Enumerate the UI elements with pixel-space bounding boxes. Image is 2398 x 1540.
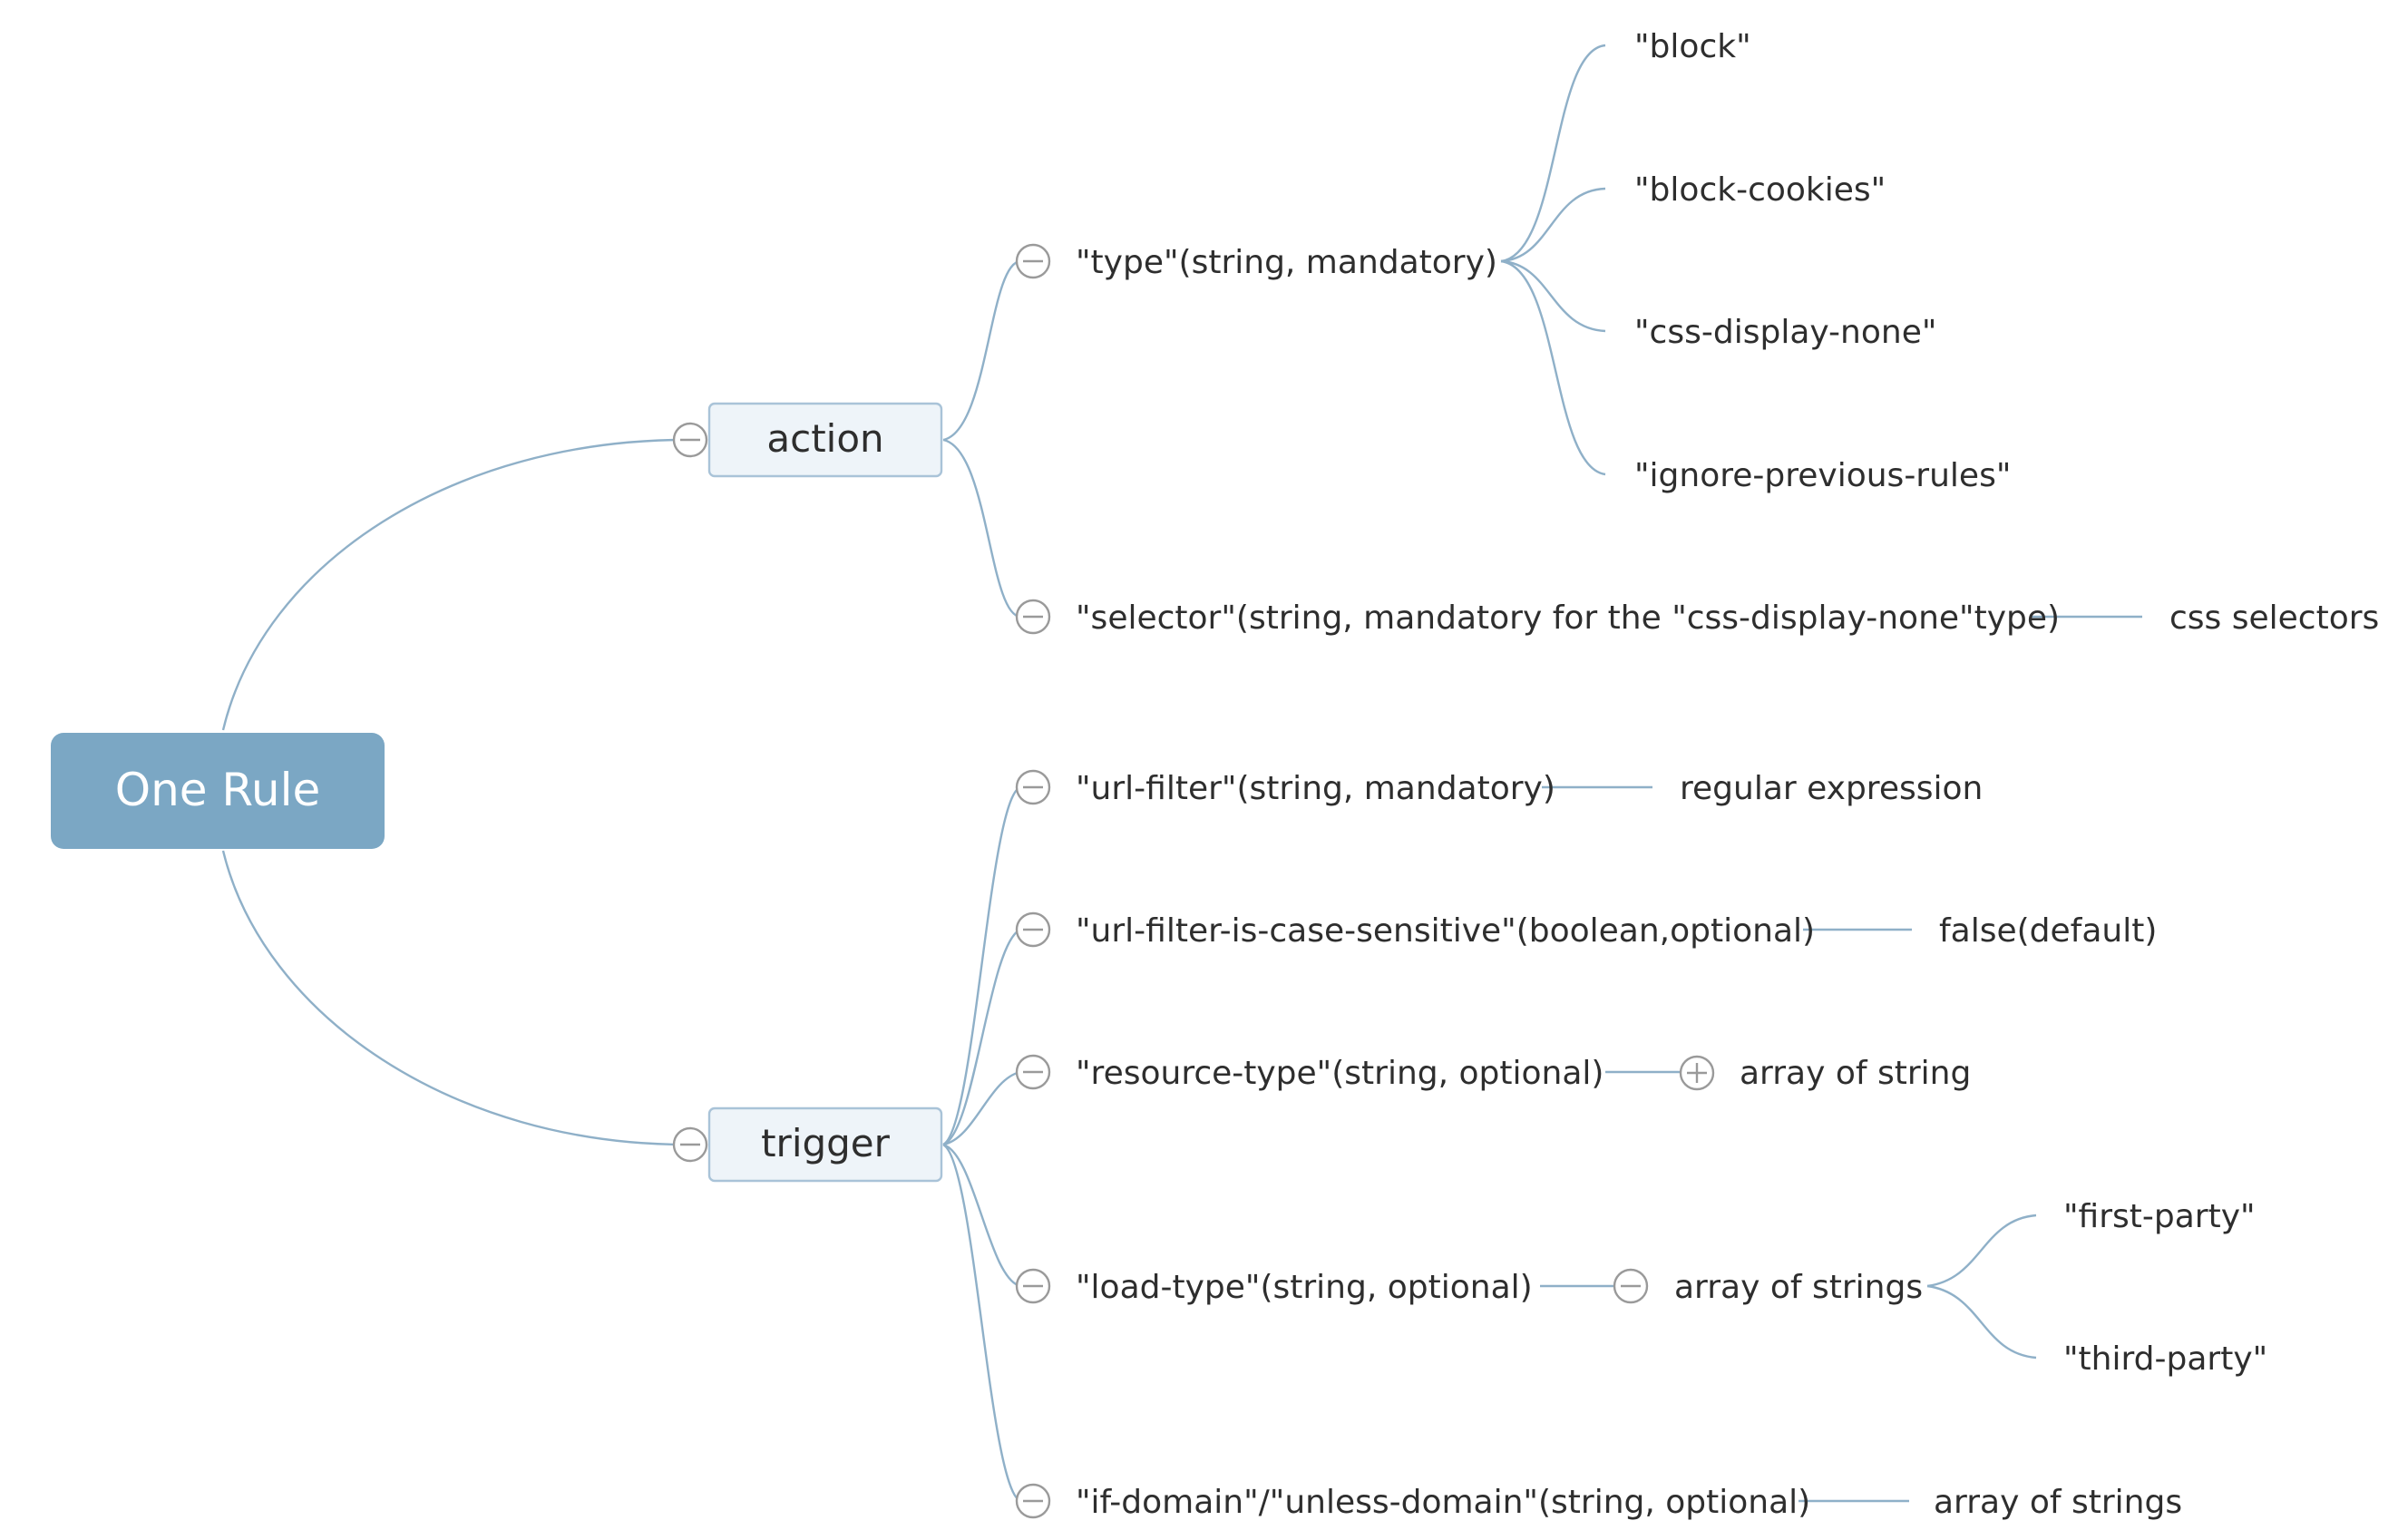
- expand-resource-child-icon[interactable]: [1679, 1055, 1715, 1091]
- load-type-node-label[interactable]: "load-type"(string, optional): [1076, 1269, 1533, 1306]
- edge-load-first-party: [1926, 1213, 2037, 1288]
- collapse-trigger-icon[interactable]: [672, 1126, 708, 1163]
- collapse-load-type-icon[interactable]: [1015, 1268, 1051, 1304]
- edge-action-selector: [942, 438, 1021, 619]
- edge-root-action: [221, 438, 687, 731]
- collapse-url-filter-icon[interactable]: [1015, 769, 1051, 805]
- topic-action[interactable]: action: [707, 402, 943, 478]
- edge-type-block-cookies: [1500, 187, 1606, 263]
- type-value-css-display-none[interactable]: "css-display-none": [1634, 314, 1936, 351]
- resource-type-node-label[interactable]: "resource-type"(string, optional): [1076, 1055, 1604, 1092]
- type-value-ignore-previous-rules[interactable]: "ignore-previous-rules": [1634, 457, 2011, 494]
- collapse-action-icon[interactable]: [672, 422, 708, 458]
- domain-child-label[interactable]: array of strings: [1934, 1484, 2182, 1521]
- collapse-case-sensitive-icon[interactable]: [1015, 911, 1051, 948]
- load-type-child-label[interactable]: array of strings: [1674, 1269, 1923, 1306]
- load-value-third-party[interactable]: "third-party": [2063, 1340, 2267, 1378]
- type-value-block-cookies[interactable]: "block-cookies": [1634, 171, 1886, 209]
- collapse-selector-icon[interactable]: [1015, 599, 1051, 635]
- edge-type-block: [1500, 44, 1606, 263]
- type-value-block[interactable]: "block": [1634, 28, 1751, 65]
- case-sensitive-child-label[interactable]: false(default): [1939, 912, 2157, 950]
- connector-lines: [221, 44, 2142, 1503]
- collapse-domain-icon[interactable]: [1015, 1483, 1051, 1519]
- edge-root-trigger: [221, 850, 687, 1146]
- collapse-resource-type-icon[interactable]: [1015, 1054, 1051, 1090]
- edge-trigger-url-filter: [942, 785, 1021, 1146]
- url-filter-node-label[interactable]: "url-filter"(string, mandatory): [1076, 770, 1555, 807]
- edge-trigger-domain: [942, 1143, 1021, 1503]
- selector-child-label[interactable]: css selectors: [2169, 599, 2379, 637]
- edge-load-third-party: [1926, 1284, 2037, 1360]
- selector-node-label[interactable]: "selector"(string, mandatory for the "cs…: [1076, 599, 2060, 637]
- collapse-load-child-icon[interactable]: [1613, 1268, 1649, 1304]
- url-filter-child-label[interactable]: regular expression: [1680, 770, 1983, 807]
- edge-trigger-case: [942, 928, 1021, 1146]
- root-node[interactable]: One Rule: [51, 733, 385, 849]
- topic-trigger[interactable]: trigger: [707, 1106, 943, 1183]
- type-node-label[interactable]: "type"(string, mandatory): [1076, 244, 1497, 281]
- edge-type-css-display-none: [1500, 259, 1606, 333]
- domain-node-label[interactable]: "if-domain"/"unless-domain"(string, opti…: [1076, 1484, 1810, 1521]
- topic-action-label: action: [766, 416, 883, 461]
- case-sensitive-node-label[interactable]: "url-filter-is-case-sensitive"(boolean,o…: [1076, 912, 1815, 950]
- edge-action-type: [942, 259, 1021, 442]
- edge-trigger-load: [942, 1143, 1021, 1288]
- resource-type-child-label[interactable]: array of string: [1740, 1055, 1971, 1092]
- root-node-label: One Rule: [115, 764, 321, 816]
- load-value-first-party[interactable]: "first-party": [2063, 1198, 2256, 1235]
- edge-type-ignore-previous: [1500, 259, 1606, 476]
- edge-trigger-resource: [942, 1070, 1021, 1146]
- collapse-type-icon[interactable]: [1015, 243, 1051, 279]
- topic-trigger-label: trigger: [761, 1121, 891, 1165]
